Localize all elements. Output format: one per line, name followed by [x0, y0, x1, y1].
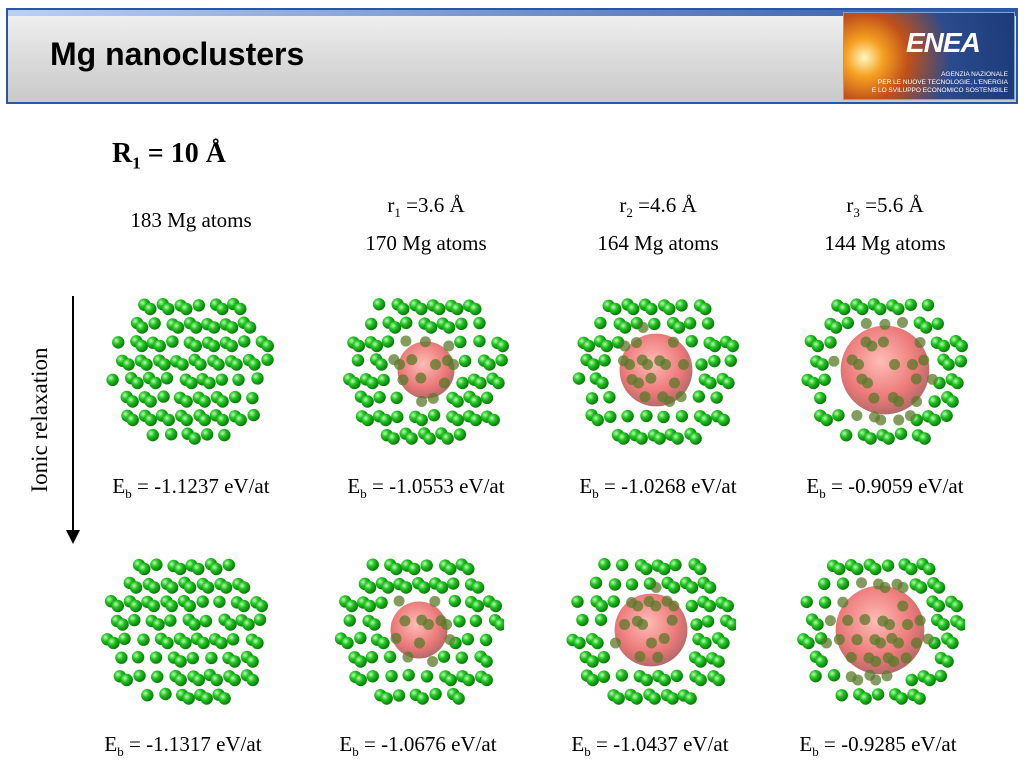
column-void-radius: r1 =3.6 Å: [387, 193, 465, 221]
column-heading-4: r3 =5.6 Å 144 Mg atoms: [770, 190, 1000, 259]
column-heading-3: r2 =4.6 Å 164 Mg atoms: [543, 190, 773, 259]
column-void-radius: r2 =4.6 Å: [619, 193, 697, 221]
arrow-down-icon: [66, 530, 80, 544]
cluster-image-relaxed-1: [100, 553, 270, 708]
binding-energy-relaxed-3: Eb = -1.0437 eV/at: [571, 732, 729, 760]
binding-energy-unrelaxed-2: Eb = -1.0553 eV/at: [347, 474, 505, 502]
column-atoms: 183 Mg atoms: [130, 208, 252, 232]
logo-wordmark: ENEA: [906, 27, 981, 58]
column-atoms: 170 Mg atoms: [365, 231, 487, 256]
column-atoms: 164 Mg atoms: [597, 231, 719, 256]
column-void-radius: r3 =5.6 Å: [846, 193, 924, 221]
cluster-image-unrelaxed-2: [341, 293, 511, 448]
page-title: Mg nanoclusters: [50, 36, 305, 72]
cluster-image-unrelaxed-4: [800, 293, 970, 448]
relaxation-arrow: [72, 296, 74, 532]
binding-energy-relaxed-2: Eb = -1.0676 eV/at: [339, 732, 497, 760]
binding-energy-relaxed-4: Eb = -0.9285 eV/at: [799, 732, 957, 760]
cluster-image-relaxed-4: [795, 553, 965, 708]
binding-energy-unrelaxed-3: Eb = -1.0268 eV/at: [579, 474, 737, 502]
binding-energy-unrelaxed-1: Eb = -1.1237 eV/at: [112, 474, 270, 502]
cluster-image-relaxed-3: [566, 553, 736, 708]
cluster-image-relaxed-2: [334, 553, 504, 708]
binding-energy-relaxed-1: Eb = -1.1317 eV/at: [104, 732, 262, 760]
logo-subtitle: AGENZIA NAZIONALE PER LE NUOVE TECNOLOGI…: [871, 71, 1008, 94]
column-heading-2: r1 =3.6 Å 170 Mg atoms: [311, 190, 541, 259]
binding-energy-unrelaxed-4: Eb = -0.9059 eV/at: [806, 474, 964, 502]
enea-logo: ENEA AGENZIA NAZIONALE PER LE NUOVE TECN…: [843, 12, 1015, 100]
column-heading-1: 183 Mg atoms: [76, 205, 306, 236]
cluster-image-unrelaxed-1: [106, 293, 276, 448]
column-atoms: 144 Mg atoms: [824, 231, 946, 256]
cluster-radius-label: R1 = 10 Å: [112, 138, 226, 173]
cluster-image-unrelaxed-3: [571, 293, 741, 448]
